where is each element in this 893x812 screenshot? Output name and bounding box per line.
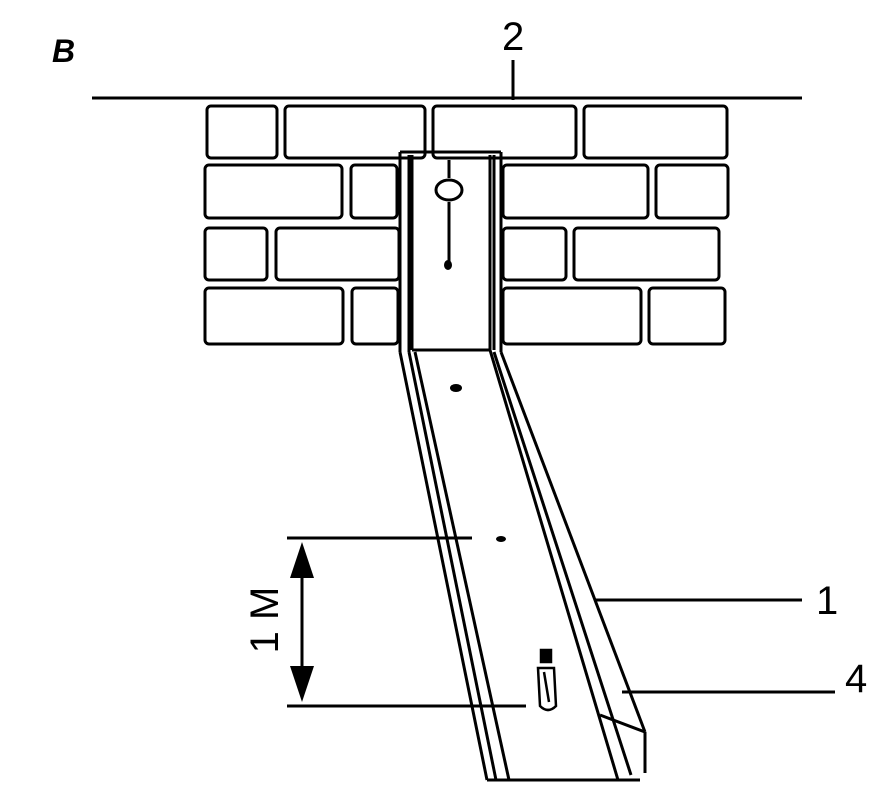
- dimension-lines: [287, 536, 526, 708]
- dimension-arrows: [290, 542, 314, 702]
- callout-1: 1: [816, 579, 838, 623]
- fixing-holes: [444, 260, 506, 542]
- brick-wall: [203, 104, 730, 346]
- panel-label: В: [52, 33, 75, 69]
- anchor-dowel: [536, 648, 558, 712]
- callout-2: 2: [502, 15, 524, 59]
- mounting-rail: [398, 150, 647, 782]
- callout-4: 4: [845, 657, 867, 701]
- dimension-label: 1 М: [243, 587, 287, 654]
- callout-leaders: [511, 60, 835, 694]
